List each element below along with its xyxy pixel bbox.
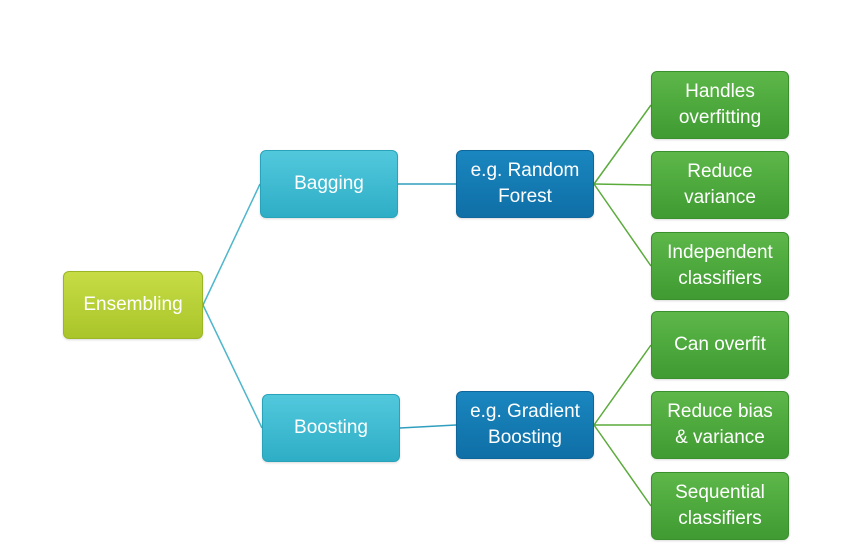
node-reduce-variance-line1: Reduce: [687, 161, 753, 182]
node-bagging: Bagging: [260, 150, 398, 218]
node-can-overfit: Can overfit: [651, 311, 789, 379]
node-gradient-boosting-line2: Boosting: [488, 427, 562, 448]
connector-ensembling-boosting: [202, 304, 263, 429]
node-reduce-bias-variance: Reduce bias & variance: [651, 391, 789, 459]
node-handles-overfitting-line1: Handles: [685, 81, 755, 102]
node-random-forest-line2: Forest: [498, 186, 552, 207]
connector-ensembling-bagging: [202, 183, 261, 306]
connector-boosting-gradient-boosting: [399, 424, 457, 429]
node-gradient-boosting: e.g. Gradient Boosting: [456, 391, 594, 459]
node-ensembling-label: Ensembling: [83, 294, 183, 315]
node-reduce-variance: Reduce variance: [651, 151, 789, 219]
node-random-forest: e.g. Random Forest: [456, 150, 594, 218]
connector-gb-sequential-classifiers: [593, 424, 652, 507]
node-ensembling: Ensembling: [63, 271, 203, 339]
connector-rf-reduce-variance: [593, 183, 652, 186]
node-gradient-boosting-line1: e.g. Gradient: [470, 401, 580, 422]
node-can-overfit-line1: Can overfit: [674, 334, 766, 355]
node-handles-overfitting-line2: overfitting: [678, 107, 762, 128]
connector-rf-independent-classifiers: [593, 183, 652, 267]
connector-rf-handles-overfitting: [593, 104, 652, 185]
connector-gb-can-overfit: [593, 344, 652, 426]
node-sequential-classifiers: Sequential classifiers: [651, 472, 789, 540]
node-reduce-bias-variance-line2: & variance: [675, 427, 765, 448]
node-handles-overfitting: Handles overfitting: [651, 71, 789, 139]
node-reduce-variance-line2: variance: [684, 187, 756, 208]
node-reduce-bias-variance-line1: Reduce bias: [667, 401, 773, 422]
node-sequential-classifiers-line1: Sequential: [675, 482, 765, 503]
node-random-forest-line1: e.g. Random: [470, 160, 580, 181]
node-sequential-classifiers-line2: classifiers: [678, 508, 762, 529]
node-independent-classifiers: Independent classifiers: [651, 232, 789, 300]
node-independent-classifiers-line2: classifiers: [678, 268, 762, 289]
node-boosting: Boosting: [262, 394, 400, 462]
node-boosting-label: Boosting: [294, 417, 368, 438]
node-independent-classifiers-line1: Independent: [667, 242, 773, 263]
node-bagging-label: Bagging: [294, 173, 364, 194]
